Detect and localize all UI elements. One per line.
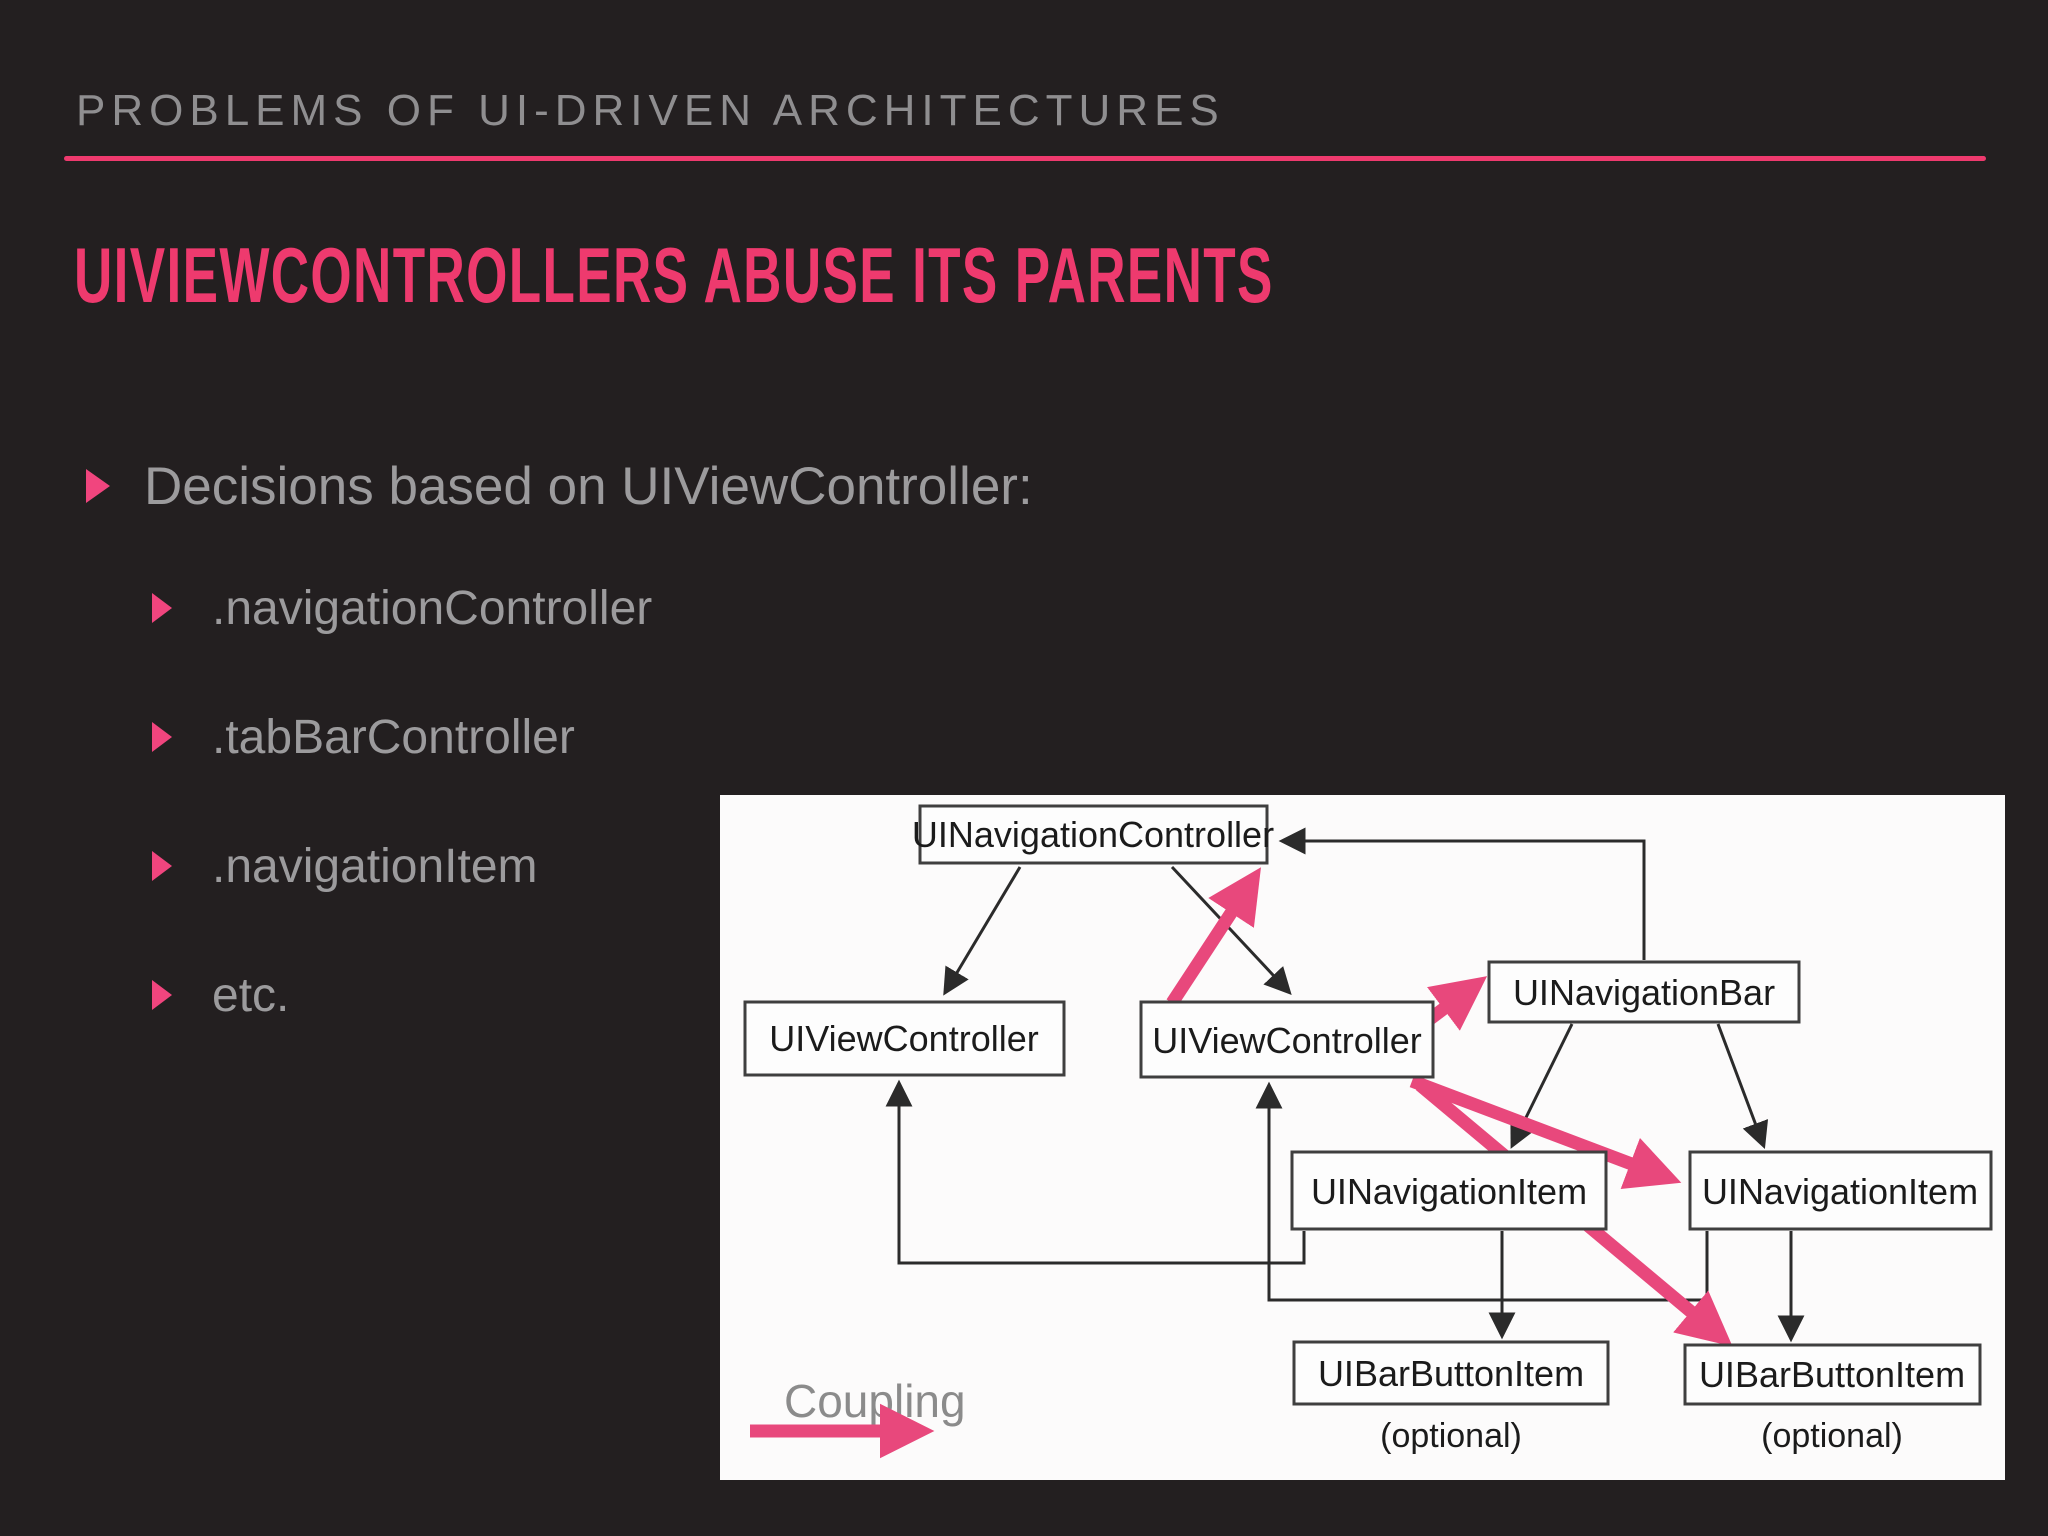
node-box <box>1139 1000 1435 1079</box>
connector-navctrl-to-vcleft <box>943 866 1022 996</box>
node-navigation-controller: UINavigationController <box>912 804 1274 865</box>
node-box <box>743 1000 1066 1077</box>
sub-bullet-navigation-item: .navigationItem <box>152 834 538 898</box>
node-navigation-item-left: UINavigationItem <box>1290 1150 1608 1231</box>
node-box <box>1688 1150 1993 1231</box>
node-bar-button-item-left: UIBarButtonItem (optional) <box>1292 1340 1610 1455</box>
bullet-text: Decisions based on UIViewController: <box>144 456 1033 516</box>
node-label: UINavigationBar <box>1513 972 1775 1013</box>
sub-bullet-text: .navigationItem <box>212 839 538 893</box>
slide-kicker: PROBLEMS OF UI-DRIVEN ARCHITECTURES <box>76 86 1225 135</box>
node-box <box>918 804 1269 865</box>
node-label: UINavigationItem <box>1311 1171 1587 1212</box>
ownership-connectors <box>885 827 1805 1343</box>
sub-bullet-navigation-controller: .navigationController <box>152 576 652 640</box>
legend-label: Coupling <box>784 1375 966 1427</box>
coupling-vccenter-to-navctrl <box>1166 867 1261 1007</box>
coupling-legend: Coupling <box>750 1375 966 1459</box>
node-label: UIBarButtonItem <box>1318 1353 1584 1394</box>
node-bar-button-item-right: UIBarButtonItem (optional) <box>1683 1343 1982 1455</box>
bullet-triangle-icon <box>152 722 172 752</box>
node-box <box>1487 960 1801 1024</box>
sub-bullet-text: etc. <box>212 968 290 1022</box>
bullet-triangle-icon <box>152 593 172 623</box>
node-view-controller-left: UIViewController <box>743 1000 1066 1077</box>
connector-navbar-to-navctrl <box>1278 827 1646 960</box>
sub-bullet-text: .tabBarController <box>212 710 575 764</box>
diagram-canvas: UINavigationController UIViewController … <box>743 804 1993 1459</box>
bullet-level1: Decisions based on UIViewController: <box>86 452 1033 520</box>
sub-bullet-text: .navigationController <box>212 581 653 635</box>
slide-title: UIVIEWCONTROLLERS ABUSE ITS PARENTS <box>74 231 1274 319</box>
sub-bullet-etc: etc. <box>152 963 289 1027</box>
node-box <box>1292 1340 1610 1406</box>
sub-bullet-tab-bar-controller: .tabBarController <box>152 705 575 769</box>
node-navigation-item-right: UINavigationItem <box>1688 1150 1993 1231</box>
node-box <box>1290 1150 1608 1231</box>
node-label: UIViewController <box>1152 1020 1421 1061</box>
connector-navitemleft-to-vcleft <box>885 1079 1306 1265</box>
connector-navitemright-to-vccenter <box>1255 1081 1709 1302</box>
connector-navbar-to-navitemright <box>1716 1023 1769 1150</box>
coupling-arrows <box>1166 867 1733 1347</box>
optional-note: (optional) <box>1380 1417 1522 1455</box>
coupling-vccenter-to-navitemright <box>1409 1074 1682 1190</box>
bullet-triangle-icon <box>86 469 110 503</box>
node-view-controller-center: UIViewController <box>1139 1000 1435 1079</box>
node-label: UINavigationItem <box>1702 1171 1978 1212</box>
uikit-coupling-diagram: UINavigationController UIViewController … <box>720 795 2005 1480</box>
optional-note: (optional) <box>1761 1417 1903 1455</box>
node-label: UINavigationController <box>912 814 1274 855</box>
connector-navctrl-to-vccenter <box>1170 865 1292 995</box>
bullet-triangle-icon <box>152 851 172 881</box>
node-box <box>1683 1343 1982 1406</box>
node-navigation-bar: UINavigationBar <box>1487 960 1801 1024</box>
accent-divider <box>64 156 1986 161</box>
bullet-triangle-icon <box>152 980 172 1010</box>
node-label: UIViewController <box>769 1018 1038 1059</box>
node-label: UIBarButtonItem <box>1699 1354 1965 1395</box>
